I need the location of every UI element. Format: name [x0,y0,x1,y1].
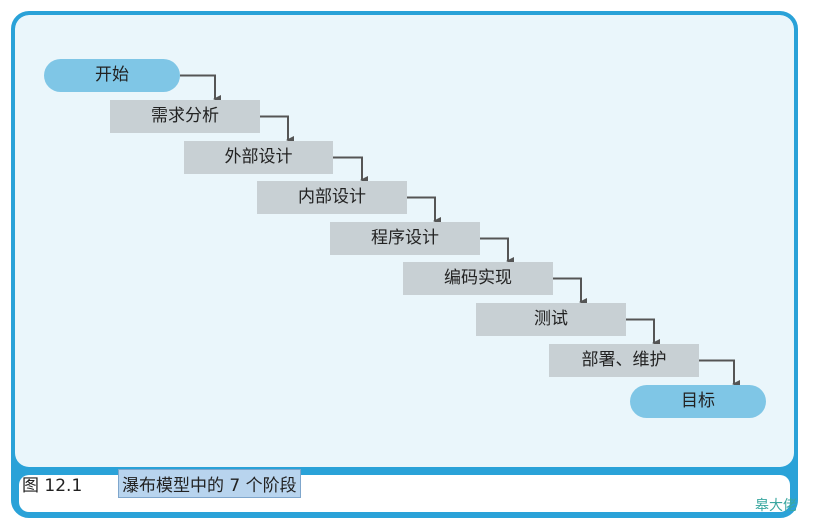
step-label: 测试 [534,309,568,329]
step-label: 内部设计 [298,187,366,207]
step-label: 程序设计 [371,228,439,248]
figure-caption: 瀑布模型中的 7 个阶段 [118,469,301,498]
connector-arrow [699,359,740,388]
step-program-design: 程序设计 [330,222,480,255]
step-testing: 测试 [476,303,626,336]
step-label: 开始 [95,65,129,85]
connector-arrow [407,196,441,225]
connector-arrow [333,156,368,184]
step-coding: 编码实现 [403,262,553,295]
watermark: 皋大佬 [755,498,797,514]
step-requirements: 需求分析 [110,100,260,133]
connector-arrow [260,115,294,144]
step-start: 开始 [44,59,180,92]
step-goal: 目标 [630,385,766,418]
connector-arrow [180,74,221,103]
step-label: 需求分析 [151,106,219,126]
step-label: 编码实现 [444,268,512,288]
step-label: 目标 [681,391,715,411]
connector-arrow [553,277,587,306]
step-label: 部署、维护 [581,350,667,370]
step-deploy-maintain: 部署、维护 [549,344,699,377]
connector-arrow [626,318,660,347]
connector-arrow [480,237,514,265]
step-internal-design: 内部设计 [257,181,407,214]
step-external-design: 外部设计 [184,141,333,174]
figure-number: 图 12.1 [22,476,83,496]
step-label: 外部设计 [224,147,293,167]
